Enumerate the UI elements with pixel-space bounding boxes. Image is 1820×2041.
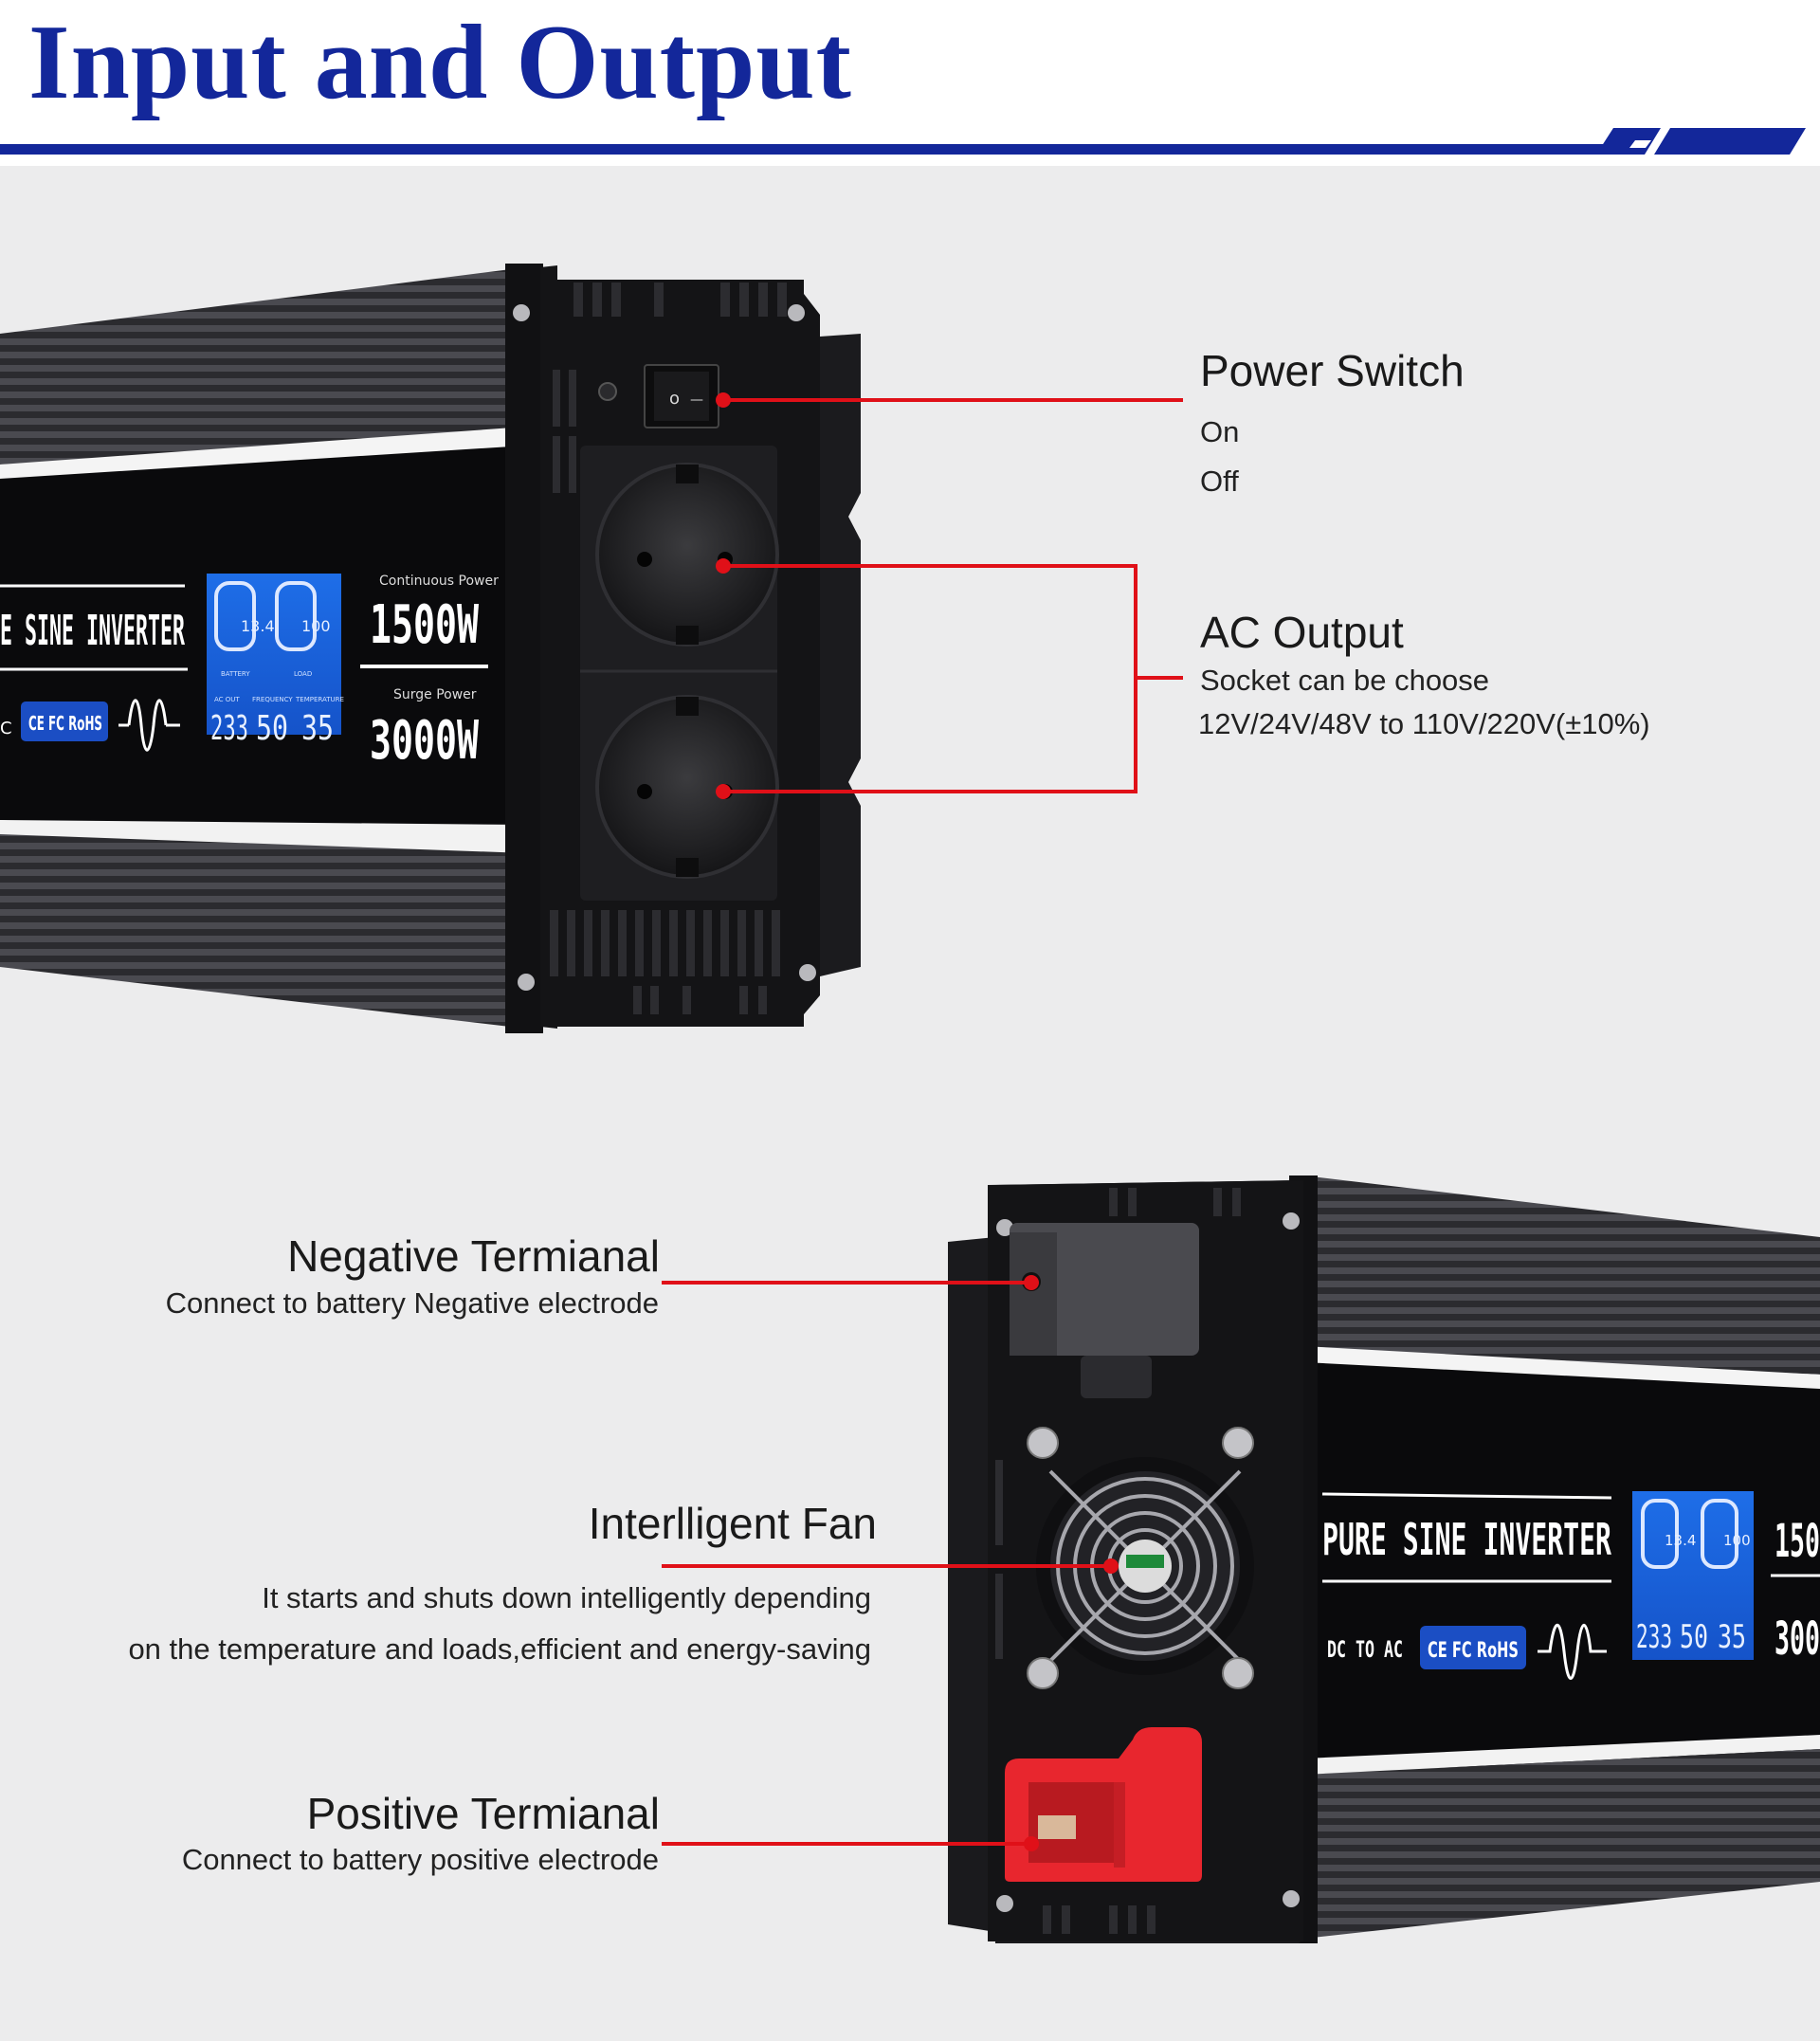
- ac-socket-lower[interactable]: [595, 695, 779, 879]
- top-lcd-temperature: 35: [301, 709, 334, 748]
- page-title: Input and Output: [28, 4, 852, 121]
- bottom-lcd-load: 100: [1723, 1532, 1751, 1549]
- negative-terminal-desc: Connect to battery Negative electrode: [165, 1286, 659, 1320]
- header-bar: Input and Output: [0, 0, 1820, 166]
- fan-line1: It starts and shuts down intelligently d…: [262, 1581, 871, 1614]
- top-dc-ac-fragment: C: [0, 719, 12, 738]
- top-cert-text: CE FC RoHS: [28, 712, 102, 735]
- sine-wave-icon: [118, 699, 180, 752]
- ac-socket-upper[interactable]: [595, 463, 779, 647]
- top-inverter-body: [0, 264, 543, 1033]
- bottom-surge-fragment: 300: [1774, 1613, 1820, 1666]
- continuous-power-label: Continuous Power: [379, 574, 499, 589]
- callout-lines: [662, 398, 1183, 1846]
- top-model-text: E SINE INVERTER: [0, 607, 185, 655]
- switch-on-symbol: o: [669, 389, 680, 409]
- bottom-inverter-body: [1289, 1175, 1820, 1943]
- bottom-model-text: PURE SINE INVERTER: [1322, 1514, 1611, 1565]
- bottom-cert-badge: [1420, 1626, 1526, 1669]
- bottom-lcd-temperature: 35: [1718, 1618, 1746, 1656]
- positive-terminal[interactable]: [1005, 1727, 1202, 1882]
- ac-output-title: AC Output: [1200, 608, 1404, 657]
- top-lcd-battery: 13.4: [241, 617, 275, 635]
- top-lcd-load: 100: [301, 617, 331, 635]
- sine-wave-icon: [1538, 1624, 1607, 1680]
- bottom-lcd-frequency: 50: [1680, 1618, 1708, 1656]
- top-lcd-load-label: LOAD: [294, 670, 312, 678]
- ac-output-line1: Socket can be choose: [1200, 664, 1490, 697]
- callout-dots: [716, 392, 1119, 1851]
- power-switch-on: On: [1200, 415, 1240, 448]
- top-cert-badge: [21, 702, 108, 741]
- top-lcd-acout-label: AC OUT: [214, 696, 240, 703]
- top-lcd-battery-label: BATTERY: [221, 670, 250, 678]
- bottom-lcd-battery: 13.4: [1665, 1532, 1696, 1549]
- top-lcd: 13.4 100 BATTERY LOAD AC OUT FREQUENCY T…: [207, 574, 344, 748]
- positive-terminal-desc: Connect to battery positive electrode: [181, 1843, 659, 1876]
- power-switch[interactable]: o —: [644, 364, 719, 428]
- switch-off-symbol: —: [690, 392, 703, 408]
- ac-output-line2: 12V/24V/48V to 110V/220V(±10%): [1198, 707, 1650, 740]
- top-lcd-frequency: 50: [256, 709, 288, 748]
- negative-terminal-title: Negative Termianal: [287, 1231, 660, 1281]
- bottom-lcd: 13.4 100 233 50 35: [1632, 1491, 1754, 1660]
- bottom-power-rating: 150 300: [1771, 1515, 1820, 1666]
- bottom-lcd-acout: 233: [1636, 1618, 1672, 1656]
- surge-power-label: Surge Power: [393, 687, 477, 702]
- positive-terminal-title: Positive Termianal: [306, 1789, 660, 1838]
- continuous-power-value: 1500W: [370, 594, 479, 656]
- top-lcd-freq-label: FREQUENCY: [252, 696, 293, 703]
- top-power-rating: Continuous Power 1500W Surge Power 3000W: [360, 574, 499, 772]
- top-lcd-temp-label: TEMPERATURE: [295, 696, 344, 703]
- fan-line2: on the temperature and loads,efficient a…: [128, 1632, 871, 1666]
- fan-title: Interlligent Fan: [588, 1499, 877, 1548]
- bottom-model-label: PURE SINE INVERTER DC TO AC CE FC RoHS: [1321, 1492, 1611, 1680]
- top-lcd-acout: 233: [210, 709, 248, 748]
- negative-terminal[interactable]: [1010, 1223, 1199, 1398]
- power-switch-title: Power Switch: [1200, 346, 1465, 395]
- header-stripe: [0, 128, 1806, 155]
- cooling-fan-icon[interactable]: [1027, 1427, 1254, 1689]
- bottom-continuous-fragment: 150: [1774, 1515, 1820, 1568]
- bottom-cert-text: CE FC RoHS: [1428, 1639, 1519, 1663]
- top-model-label: E SINE INVERTER C CE FC RoHS: [0, 584, 188, 752]
- bottom-dc-to-ac: DC TO AC: [1327, 1636, 1403, 1663]
- power-switch-off: Off: [1200, 465, 1239, 498]
- surge-power-value: 3000W: [370, 710, 479, 772]
